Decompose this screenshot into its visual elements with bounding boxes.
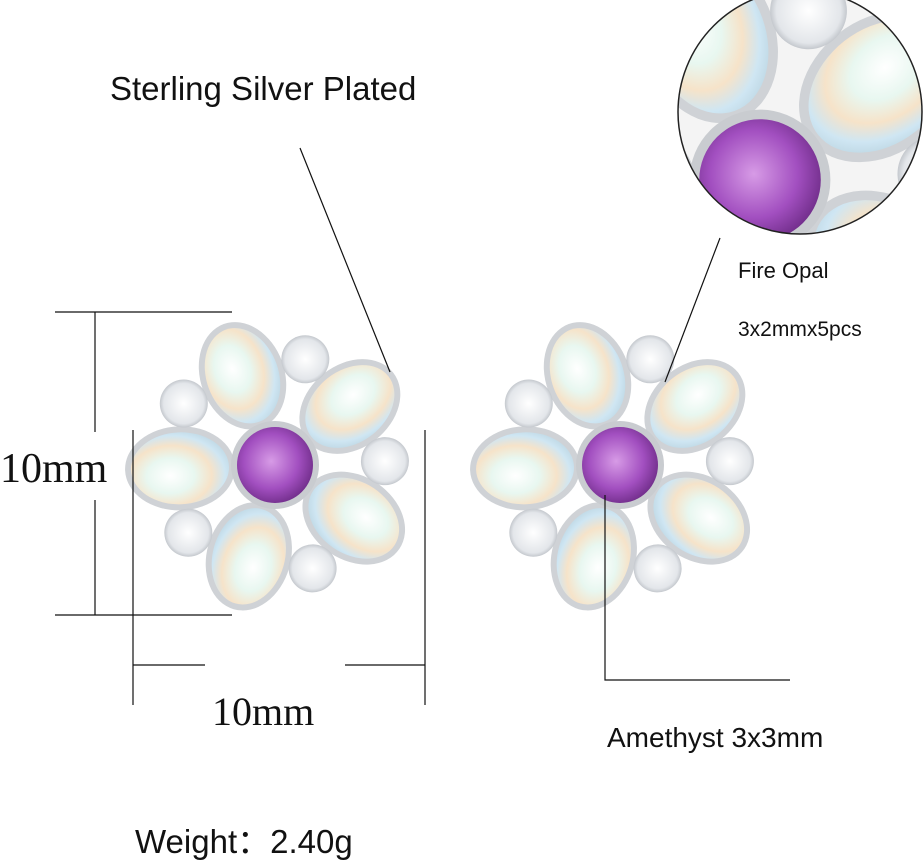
weight-label: Weight：2.40g bbox=[135, 823, 353, 860]
plating-label: Sterling Silver Plated bbox=[110, 70, 417, 107]
zoom-inset bbox=[677, 0, 923, 235]
right-earring bbox=[468, 309, 768, 621]
left-earring bbox=[123, 309, 423, 621]
annotation-lines bbox=[55, 147, 790, 705]
center-stone-label: Amethyst 3x3mm bbox=[607, 722, 824, 753]
stone-spec-label: 3x2mmx5pcs bbox=[738, 318, 862, 341]
width-dimension-label: 10mm bbox=[212, 689, 315, 734]
stone-name-label: Fire Opal bbox=[738, 258, 829, 283]
height-dimension-label: 10mm bbox=[0, 446, 108, 492]
